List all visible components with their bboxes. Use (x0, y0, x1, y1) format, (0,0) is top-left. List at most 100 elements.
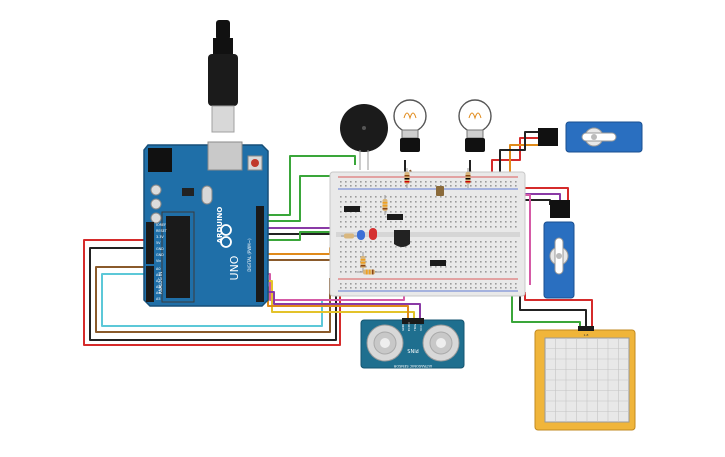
breadboard-hole (495, 256, 497, 258)
breadboard-hole (385, 241, 387, 243)
breadboard-hole (375, 196, 377, 198)
breadboard-hole (355, 246, 357, 248)
breadboard-hole (390, 226, 392, 228)
light-bulb-1 (393, 99, 427, 152)
breadboard-hole (385, 287, 387, 289)
breadboard-hole (355, 221, 357, 223)
analog-pin-label: A1 (156, 273, 160, 277)
breadboard-hole (370, 185, 372, 187)
breadboard-hole (420, 271, 422, 273)
ultrasonic-pin: GND (401, 323, 405, 331)
breadboard-hole (410, 256, 412, 258)
breadboard-hole (455, 271, 457, 273)
breadboard-hole (360, 241, 362, 243)
arduino-brand: ARDUINO (216, 207, 224, 244)
breadboard-hole (480, 181, 482, 183)
breadboard-hole (435, 246, 437, 248)
breadboard-hole (440, 246, 442, 248)
breadboard-hole (365, 185, 367, 187)
breadboard-hole (405, 226, 407, 228)
breadboard-hole (350, 287, 352, 289)
breadboard-hole (460, 196, 462, 198)
breadboard-hole (360, 251, 362, 253)
breadboard-hole (475, 181, 477, 183)
resistor (360, 252, 366, 272)
breadboard-hole (370, 241, 372, 243)
breadboard-hole (495, 283, 497, 285)
analog-pin-label: A5 (156, 297, 160, 301)
breadboard-hole (425, 206, 427, 208)
breadboard-hole (405, 246, 407, 248)
breadboard-hole (470, 287, 472, 289)
breadboard-hole (455, 196, 457, 198)
breadboard-hole (510, 271, 512, 273)
breadboard-hole (370, 206, 372, 208)
breadboard-hole (435, 211, 437, 213)
breadboard-hole (515, 283, 517, 285)
center-channel (336, 232, 520, 237)
breadboard-hole (345, 266, 347, 268)
breadboard-hole (490, 246, 492, 248)
breadboard-hole (360, 181, 362, 183)
breadboard-hole (415, 221, 417, 223)
breadboard-hole (485, 201, 487, 203)
breadboard-hole (460, 201, 462, 203)
breadboard-hole (470, 226, 472, 228)
breadboard-hole (510, 221, 512, 223)
breadboard-hole (450, 196, 452, 198)
breadboard-hole (360, 246, 362, 248)
transistor-2 (387, 214, 403, 220)
led-blue (357, 230, 365, 240)
breadboard-hole (390, 206, 392, 208)
breadboard-hole (510, 216, 512, 218)
breadboard-hole (420, 287, 422, 289)
breadboard-hole (415, 261, 417, 263)
breadboard-hole (505, 211, 507, 213)
breadboard-hole (420, 226, 422, 228)
breadboard-hole (505, 251, 507, 253)
analog-pin-label: A2 (156, 279, 160, 283)
breadboard-hole (415, 201, 417, 203)
breadboard-hole (365, 261, 367, 263)
breadboard-hole (425, 216, 427, 218)
breadboard-hole (405, 221, 407, 223)
breadboard-hole (430, 226, 432, 228)
breadboard-hole (395, 261, 397, 263)
breadboard-hole (420, 256, 422, 258)
breadboard-hole (470, 196, 472, 198)
breadboard-hole (375, 185, 377, 187)
breadboard-hole (390, 185, 392, 187)
reset-button-cap[interactable] (251, 159, 259, 167)
breadboard-hole (365, 181, 367, 183)
breadboard-hole (385, 216, 387, 218)
breadboard-hole (470, 216, 472, 218)
breadboard-hole (440, 216, 442, 218)
breadboard-hole (445, 251, 447, 253)
breadboard-hole (385, 283, 387, 285)
capacitor-1 (150, 184, 162, 196)
breadboard-hole (475, 251, 477, 253)
power-pin-label: GND (156, 247, 164, 251)
breadboard-hole (435, 181, 437, 183)
breadboard-hole (430, 241, 432, 243)
wire-cyan-a1 (101, 273, 323, 327)
breadboard-hole (435, 287, 437, 289)
breadboard-hole (470, 201, 472, 203)
breadboard-hole (445, 283, 447, 285)
breadboard-hole (505, 206, 507, 208)
power-pin-label: GND (156, 253, 164, 257)
breadboard-hole (455, 181, 457, 183)
breadboard-hole (500, 216, 502, 218)
atmega-chip (166, 216, 190, 298)
breadboard-hole (440, 256, 442, 258)
breadboard-hole (505, 266, 507, 268)
ultrasonic-pin: TRIG (413, 323, 417, 332)
breadboard-hole (440, 241, 442, 243)
breadboard-hole (490, 287, 492, 289)
breadboard-hole (350, 226, 352, 228)
breadboard-hole (380, 211, 382, 213)
breadboard-hole (505, 256, 507, 258)
breadboard-hole (450, 221, 452, 223)
breadboard-hole (440, 283, 442, 285)
breadboard-hole (490, 211, 492, 213)
